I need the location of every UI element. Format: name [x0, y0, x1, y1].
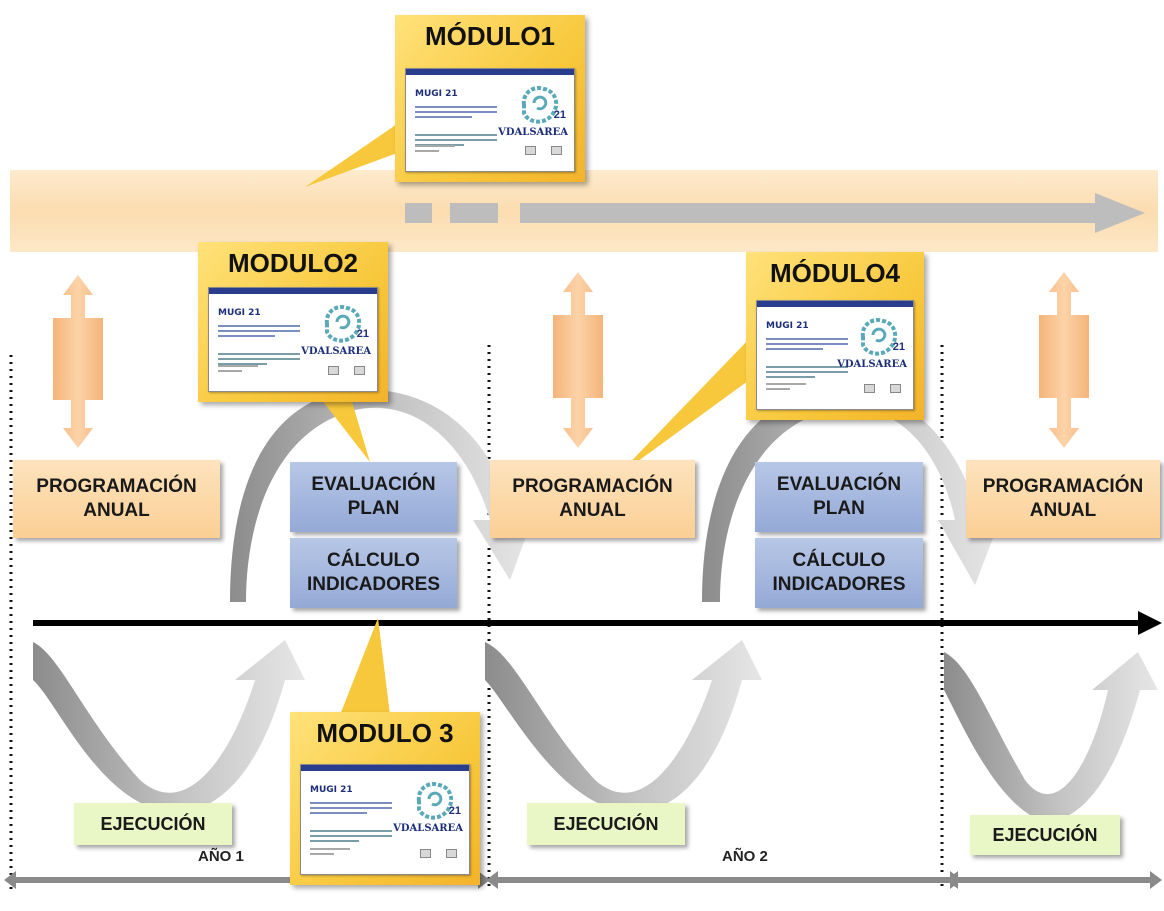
- ejecucion-box-1: EJECUCIÓN: [74, 803, 232, 845]
- module4-screenshot: MUGI 21 21 VDALSAREA: [756, 300, 914, 410]
- module1-app-name: MUGI 21: [415, 89, 458, 99]
- ejecucion-label: EJECUCIÓN: [992, 824, 1098, 845]
- ejecucion-label: EJECUCIÓN: [100, 813, 206, 834]
- calculo-line2: INDICADORES: [772, 574, 906, 595]
- module4-callout: MÓDULO4 MUGI 21 21 VDALSAREA: [746, 252, 924, 420]
- year-3-arrow: [946, 871, 1162, 889]
- module1-logo-text: VDALSAREA: [498, 127, 568, 138]
- programacion-line2: ANUAL: [1029, 500, 1097, 521]
- module2-app-name: MUGI 21: [218, 308, 261, 318]
- timeline-arrowhead: [1138, 611, 1162, 635]
- programacion-line1: PROGRAMACIÓN: [982, 476, 1144, 498]
- module3-logo-text: VDALSAREA: [393, 823, 463, 834]
- upper-cycle-arc-2: [702, 389, 1000, 602]
- module1-logo-number: 21: [553, 109, 566, 121]
- calculo-line1: CÁLCULO: [327, 550, 420, 572]
- module2-callout: MODULO2 MUGI 21 21 VDALSAREA: [198, 242, 388, 402]
- band-dash-2: [450, 203, 498, 223]
- module3-callout-pointer: [340, 618, 390, 715]
- evaluacion-line2: PLAN: [347, 498, 400, 519]
- programacion-line2: ANUAL: [559, 500, 626, 521]
- module3-app-name: MUGI 21: [310, 785, 353, 795]
- module3-screenshot: MUGI 21 21 VDALSAREA: [300, 764, 470, 875]
- programacion-line1: PROGRAMACIÓN: [512, 476, 673, 498]
- module4-title: MÓDULO4: [770, 258, 900, 288]
- programacion-anual-box-1: PROGRAMACIÓN ANUAL: [13, 460, 220, 538]
- module3-title: MODULO 3: [316, 718, 454, 748]
- module2-callout-pointer: [318, 395, 370, 462]
- ejecucion-box-2: EJECUCIÓN: [527, 803, 685, 845]
- programacion-line2: ANUAL: [83, 500, 150, 521]
- lower-cycle-arc-1: [33, 640, 305, 813]
- orange-double-arrow-1: [53, 275, 103, 448]
- upper-cycle-arc-1: [230, 389, 532, 602]
- year-1-arrow: [4, 871, 490, 889]
- evaluacion-line1: EVALUACIÓN: [776, 474, 902, 496]
- udalsarea-logo-icon: [521, 86, 559, 124]
- calculo-indicadores-box-2: CÁLCULO INDICADORES: [755, 538, 923, 608]
- ejecucion-label: EJECUCIÓN: [553, 813, 659, 834]
- udalsarea-logo-icon: [324, 305, 362, 343]
- lower-cycle-arc-3: [944, 652, 1158, 821]
- module1-callout: MÓDULO1 MUGI 21 21 VDALSAREA: [395, 15, 585, 182]
- calculo-indicadores-box-1: CÁLCULO INDICADORES: [290, 538, 457, 608]
- year-2-label: AÑO 2: [722, 848, 768, 865]
- module2-logo-number: 21: [356, 328, 369, 340]
- udalsarea-logo-icon: [416, 782, 454, 820]
- evaluacion-line2: PLAN: [813, 498, 865, 519]
- evaluacion-line1: EVALUACIÓN: [311, 474, 436, 496]
- programacion-anual-box-2: PROGRAMACIÓN ANUAL: [490, 460, 695, 538]
- module2-title: MODULO2: [228, 248, 358, 278]
- ejecucion-box-3: EJECUCIÓN: [970, 815, 1120, 855]
- band-dash-1: [405, 203, 432, 223]
- module3-logo-number: 21: [448, 805, 461, 817]
- evaluacion-plan-box-1: EVALUACIÓN PLAN: [290, 462, 457, 532]
- orange-double-arrow-2: [553, 272, 603, 448]
- module3-callout: MODULO 3 MUGI 21 21 VDALSAREA: [290, 712, 480, 885]
- module4-app-name: MUGI 21: [766, 321, 809, 331]
- module4-callout-pointer: [615, 338, 752, 478]
- module1-screenshot: MUGI 21 21 VDALSAREA: [405, 68, 575, 172]
- calculo-line2: INDICADORES: [306, 574, 440, 595]
- programacion-anual-box-3: PROGRAMACIÓN ANUAL: [966, 460, 1160, 538]
- module1-title: MÓDULO1: [425, 21, 555, 51]
- module1-callout-pointer: [305, 122, 400, 187]
- orange-double-arrow-3: [1039, 272, 1089, 448]
- calculo-line1: CÁLCULO: [792, 550, 886, 572]
- module2-logo-text: VDALSAREA: [301, 346, 371, 357]
- lower-cycle-arc-2: [485, 640, 762, 813]
- module4-logo-text: VDALSAREA: [837, 359, 907, 370]
- module2-screenshot: MUGI 21 21 VDALSAREA: [208, 287, 378, 392]
- programacion-line1: PROGRAMACIÓN: [36, 476, 197, 498]
- year-2-arrow: [486, 871, 962, 889]
- udalsarea-logo-icon: [860, 318, 898, 356]
- band-arrow: [520, 193, 1145, 233]
- evaluacion-plan-box-2: EVALUACIÓN PLAN: [755, 462, 923, 532]
- module4-logo-number: 21: [892, 341, 905, 353]
- year-1-label: AÑO 1: [198, 848, 244, 865]
